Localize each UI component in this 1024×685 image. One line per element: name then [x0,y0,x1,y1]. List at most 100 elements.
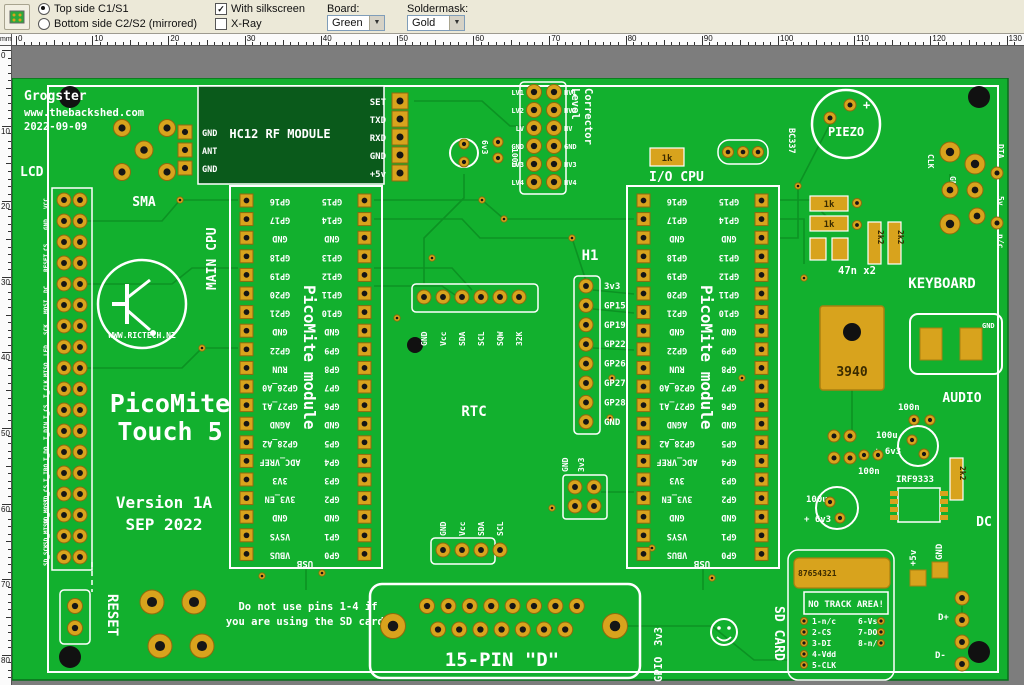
pico-pin-label: GP0 [721,549,736,559]
h1-pin-label: GP28 [604,398,626,408]
pico-pin-label: GND [669,233,684,243]
pcb-board-view[interactable]: Grogster www.thebackshed.com 2022-09-09 … [12,78,1024,685]
pico-pin-label: GP22 [667,345,687,355]
rtc-pin-label: Vcc [439,331,448,346]
radio-bottom-side-dot[interactable] [38,18,50,30]
pico-pin-label: GP7 [324,382,339,392]
pcb-canvas[interactable]: Grogster www.thebackshed.com 2022-09-09 … [12,46,1024,685]
rtc-label: RTC [461,404,486,420]
chevron-down-icon[interactable]: ▼ [449,15,465,30]
h1-pin-label: GND [604,418,621,428]
board-color-value: Green [332,16,363,29]
soldermask-group: Soldermask: Gold▼ [407,3,468,31]
power-gnd-label: GND [561,457,570,472]
lcd-pin-label: MISO [43,362,50,377]
radio-top-side-label: Top side C1/S1 [54,3,129,15]
pico-pin-label: GP4 [324,456,339,466]
resistor-1k: 1k [649,147,685,167]
resistor-value: 1k [662,154,673,164]
pico-pin-label: GND [721,326,736,336]
lcd-pin-label: MOSI [43,299,50,314]
level-corrector-label: Corrector [582,88,594,145]
pico-pin-label: RUN [272,363,287,373]
checkbox-with-silkscreen[interactable]: ✓With silkscreen [215,2,305,17]
hc12-pin-label: SET [370,98,387,108]
pico-pin-label: GP21 [667,308,687,318]
h1-pin-label: GP22 [604,340,626,350]
chevron-down-icon[interactable]: ▼ [369,15,385,30]
gpio-3v3-label: 3v3 [653,627,665,646]
capacitor-label: + 6v3 [804,515,831,525]
lcd-pin-label: SD_SCK [43,544,50,566]
power-passives: 100n 100u + 6v3 IRF9333 2k2 100n 100u + … [804,403,967,530]
soldermask-label: Soldermask: [407,2,469,15]
sd-pin-label: 6-Vss [858,617,882,626]
pico-pin-label: GP28_A2 [659,438,695,448]
reset-label: RESET [104,594,120,636]
sd-pin-note: you are using the SD card. [226,616,390,628]
audio-jack: GND AUDIO [909,313,1003,406]
keyboard-section: 1k 1k 2k2 2k2 47n x2 KEYBOARD CLK GND DT… [809,144,1005,292]
pico-pin-label: GP10 [719,308,739,318]
capacitor-label: 100n [858,467,880,477]
usb-dminus-label: D- [935,651,946,661]
checkbox-xray-box[interactable] [215,18,228,30]
irf9333-label: IRF9333 [896,475,934,485]
board-version: Version 1A [116,493,213,512]
pico-pin-label: GP0 [324,549,339,559]
usb-dplus-label: D+ [938,613,949,623]
radio-bottom-side[interactable]: Bottom side C2/S2 (mirrored) [38,17,197,32]
soldermask-select[interactable]: Gold▼ [407,14,466,31]
pico-pin-label: VSYS [667,531,687,541]
pico-pin-label: GND [721,419,736,429]
lcd-pin-label: SD_CS [43,485,50,503]
sma-label: SMA [132,195,156,210]
checkbox-with-silkscreen-box[interactable]: ✓ [215,3,228,15]
pico-pin-label: GP17 [667,215,687,225]
hc12-pin-label: GND [202,129,217,139]
radio-top-side-dot[interactable] [38,3,50,15]
hc12-label: HC12 RF MODULE [229,127,330,141]
pico-pin-label: 3V3_EN [265,494,296,504]
checkbox-xray[interactable]: X-Ray [215,17,305,32]
board-preview-icon-button[interactable] [4,3,30,30]
keyboard-pin-label: DTA [996,144,1005,159]
radio-top-side[interactable]: Top side C1/S1 [38,2,197,17]
dc-gnd-label: GND [935,543,945,560]
pico-pin-label: GP8 [324,363,339,373]
level-pin-label: HV1 [564,89,577,97]
pico-pin-label: 3V3 [669,475,684,485]
keyboard-pin-label: CLK [926,154,935,169]
pico-pin-label: VSYS [270,531,290,541]
hc12-pin-label: +5v [370,170,387,180]
pico-pin-label: GP11 [719,289,739,299]
lcd-label: LCD [20,165,44,180]
board-color-select[interactable]: Green ▼ [327,14,386,31]
pico-pin-label: GND [669,326,684,336]
h1-pin-label: GP19 [604,321,626,331]
sd-pin-label: 8-n/c [858,639,882,648]
pico-pin-label: GND [272,233,287,243]
checkbox-xray-label: X-Ray [231,18,262,30]
dc-5v-label: +5v [909,549,919,566]
no-track-area-label: NO TRACK AREA! [808,600,884,610]
pico-pin-label: GND [324,512,339,522]
loose-pads [67,98,1004,672]
pico-pin-label: RUN [669,363,684,373]
h1-label: H1 [582,248,599,264]
sma-connector [113,119,176,181]
pico-pin-label: GP28_A2 [262,438,298,448]
board-title: PicoMite [110,389,230,418]
h1-pin-label: 3v3 [604,282,620,292]
bc337-label: BC337 [786,128,796,154]
pico-pin-label: GP21 [270,308,290,318]
audio-label: AUDIO [942,391,981,406]
pico-pin-label: GP15 [322,196,342,206]
regulator-3940: 3940 [819,305,885,391]
lcd-pin-label: T_CS [43,404,50,419]
credit-site: www.thebackshed.com [24,107,144,119]
rtc-pin-label: SDA [477,521,486,536]
